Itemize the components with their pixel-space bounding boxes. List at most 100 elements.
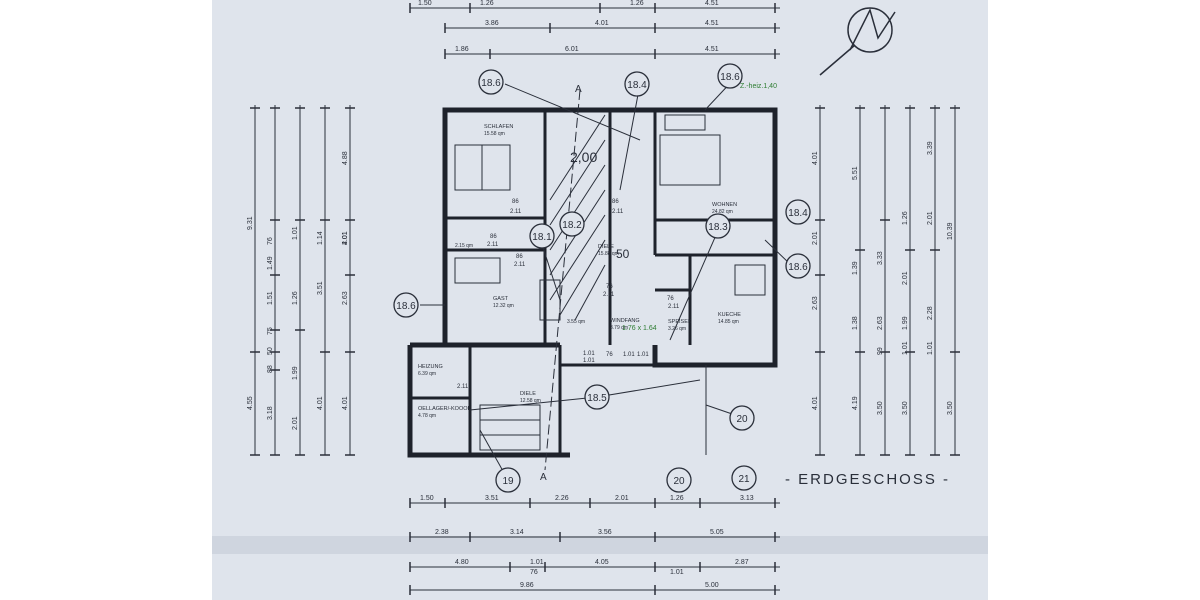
reference-circle-label: 18.4	[788, 208, 808, 219]
paper-fold	[212, 536, 988, 554]
dimension-value: 2.63	[342, 291, 349, 305]
dimension-value: 4.55	[247, 396, 254, 410]
reference-circle	[584, 384, 610, 410]
dimension-value: 2.87	[735, 559, 749, 566]
reference-circle-label: 18.2	[562, 220, 582, 231]
door-dimension: 2.11	[612, 209, 624, 215]
dimension-value: 76	[267, 237, 274, 245]
dimension-value: 99	[877, 347, 884, 355]
dimension-value: 5.00	[705, 582, 719, 589]
dimension-value: 4.01	[342, 396, 349, 410]
dimension-value: 4.01	[812, 151, 819, 165]
reference-circle	[393, 292, 419, 318]
door-dimension: 76	[667, 296, 674, 302]
dimension-value: 1.26	[630, 0, 644, 7]
room-area: 3.26 qm	[668, 326, 686, 332]
dimension-value: 3.56	[598, 529, 612, 536]
room-area: 14.85 qm	[718, 319, 739, 325]
dimension-value: 50	[267, 347, 274, 355]
dimension-value: 1.50	[418, 0, 432, 7]
dimension-value: 4.01	[317, 396, 324, 410]
heating-annotation: Z.-heiz.1,40	[740, 83, 777, 90]
room-name: GAST	[493, 296, 509, 302]
dimension-value: 4.05	[595, 559, 609, 566]
dimension-value: 1.01	[902, 341, 909, 355]
room-area: 3.79 qm	[610, 325, 628, 331]
reference-circle-label: 18.4	[627, 80, 647, 91]
dimension-value: 1.01	[927, 341, 934, 355]
entrance-note: 1.76 x 1.64	[622, 325, 657, 332]
door-dimension: 1.01	[623, 352, 635, 358]
door-dimension: 76	[606, 352, 613, 358]
dimension-value: 1.51	[267, 291, 274, 305]
dimension-value: 3.51	[485, 495, 499, 502]
dimension-value: 1.50	[420, 495, 434, 502]
dimension-value: 3.14	[510, 529, 524, 536]
door-dimension: 86	[516, 254, 523, 260]
dimension-value: 4.80	[455, 559, 469, 566]
dimension-value: 2.01	[342, 231, 349, 245]
door-dimension: 1.01	[637, 352, 649, 358]
dimension-value: 1.99	[902, 316, 909, 330]
reference-circle-label: 18.6	[396, 301, 416, 312]
door-dimension: 1.01	[583, 358, 595, 364]
reference-circle	[478, 69, 504, 95]
dimension-value: 1.26	[480, 0, 494, 7]
reference-circle-label: 20	[736, 414, 748, 425]
dimension-value: 2.63	[812, 296, 819, 310]
north-arrow-icon	[819, 7, 896, 76]
room-name: SPEISEK	[668, 319, 692, 325]
door-dimension: 2.11	[457, 384, 469, 390]
dimension-value: 4.51	[705, 0, 719, 7]
reference-circle	[729, 405, 755, 431]
dimension-value: 1.38	[852, 316, 859, 330]
dimension-value: 1.01	[292, 226, 299, 240]
reference-circle	[785, 199, 811, 225]
reference-circle-label: 21	[738, 474, 750, 485]
room-name: SCHLAFEN	[484, 124, 513, 130]
dimension-value: 4.51	[705, 46, 719, 53]
room-area: 3.55 qm	[567, 319, 585, 325]
dimension-value: 1.26	[670, 495, 684, 502]
section-cut-line	[544, 89, 581, 471]
dimension-value: 3.51	[317, 281, 324, 295]
room-area: 15.88 qm	[598, 251, 619, 257]
reference-circle-label: 18.6	[481, 78, 501, 89]
section-mark-top: A	[575, 84, 582, 95]
exterior-walls	[407, 107, 778, 458]
door-dimension: 76	[606, 284, 613, 290]
dimension-value: 10.39	[947, 222, 954, 240]
reference-circle	[529, 223, 555, 249]
reference-circle	[559, 211, 585, 237]
room-name: KUECHE	[718, 312, 741, 318]
dimension-value: 1.26	[292, 291, 299, 305]
dimension-value: 4.01	[342, 231, 349, 245]
dimension-value: 2.01	[812, 231, 819, 245]
reference-circle	[705, 213, 731, 239]
top-dimension-lines	[409, 3, 780, 59]
dimension-value: 3.50	[877, 401, 884, 415]
right-dimension-lines	[815, 105, 960, 456]
dimension-value: 75	[267, 327, 274, 335]
dimension-value: 2.26	[555, 495, 569, 502]
dimension-value: 2.01	[292, 416, 299, 430]
dimension-value: 9.31	[247, 216, 254, 230]
dimension-value: 2.38	[435, 529, 449, 536]
dimension-value: 1.49	[267, 256, 274, 270]
dimension-value: 1.86	[455, 46, 469, 53]
dimension-value: 2.63	[877, 316, 884, 330]
dimension-value: 3.13	[740, 495, 754, 502]
stair-mid-label: 50	[616, 247, 630, 261]
room-area: 24.82 qm	[712, 209, 733, 215]
dimension-value: 3.39	[927, 141, 934, 155]
dimension-value: 4.01	[595, 20, 609, 27]
dimension-value: 1.99	[292, 366, 299, 380]
dimension-value: 3.86	[485, 20, 499, 27]
room-area: 6.39 qm	[418, 371, 436, 377]
reference-circle	[666, 467, 692, 493]
dimension-value: 1.01	[670, 569, 684, 576]
reference-circle-label: 18.5	[587, 393, 607, 404]
